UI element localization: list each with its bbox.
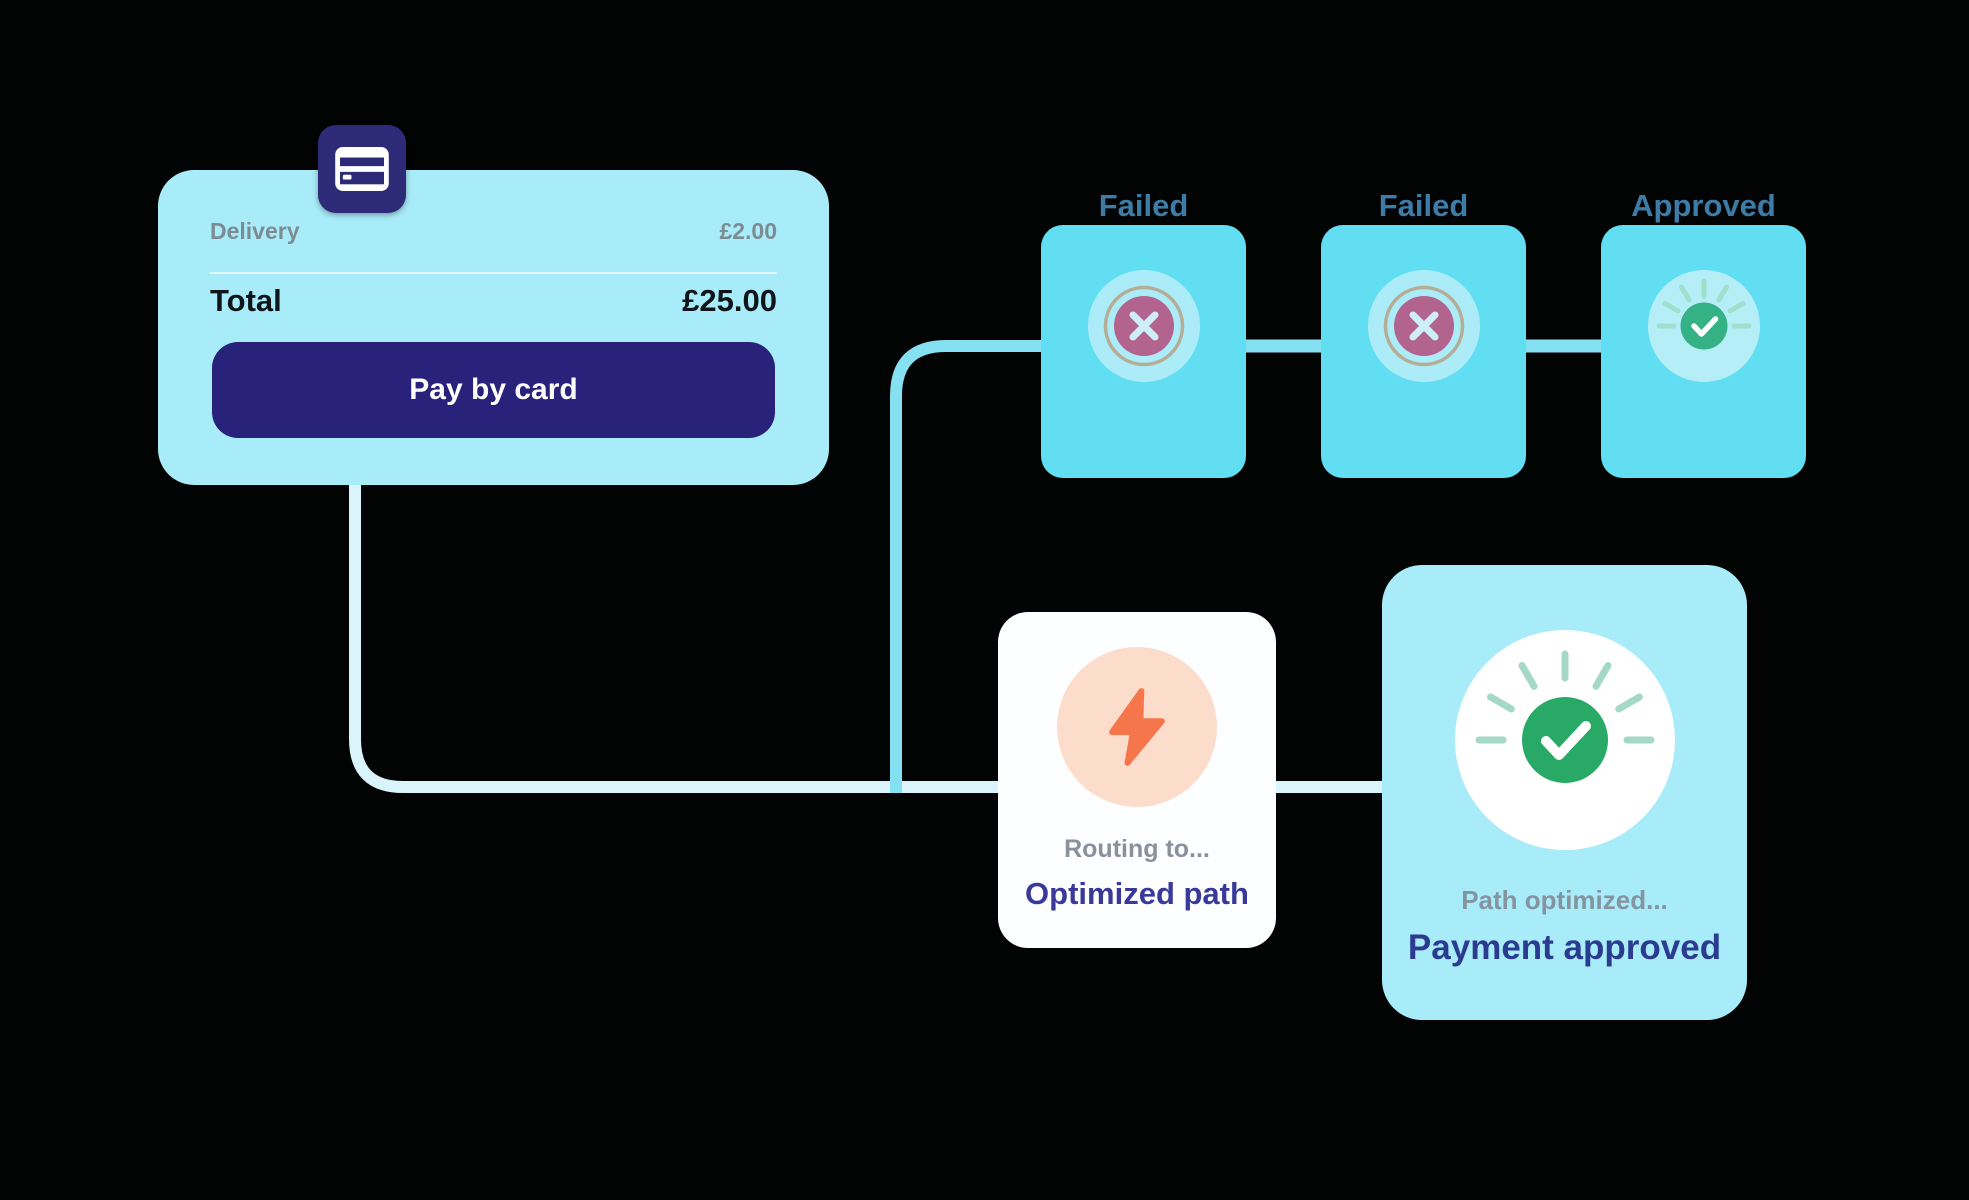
delivery-amount: £2.00 xyxy=(719,218,777,244)
attempt-status-label: Failed xyxy=(1378,188,1469,223)
bolt-circle xyxy=(1057,647,1217,807)
x-circle-icon xyxy=(1367,270,1480,382)
check-burst-icon xyxy=(1647,270,1760,382)
attempt-node-approved: Approved xyxy=(1601,188,1806,478)
total-label: Total xyxy=(210,283,282,318)
attempt-node-failed-1: Failed xyxy=(1041,188,1246,478)
pay-by-card-button[interactable]: Pay by card xyxy=(212,342,775,438)
attempt-status-label: Failed xyxy=(1098,188,1189,223)
divider xyxy=(210,272,777,274)
result-subtitle: Path optimized... xyxy=(1461,885,1668,915)
check-burst-icon xyxy=(1454,630,1675,850)
routing-card: Routing to... Optimized path xyxy=(998,612,1276,948)
lightning-bolt-icon xyxy=(1109,688,1165,766)
attempt-node-failed-2: Failed xyxy=(1321,188,1526,478)
delivery-label: Delivery xyxy=(210,218,300,244)
routing-title: Optimized path xyxy=(1025,876,1249,911)
credit-card-badge xyxy=(318,125,406,213)
result-title: Payment approved xyxy=(1407,928,1722,967)
connector-main-path xyxy=(349,480,1000,793)
checkout-card: Delivery £2.00 Total £25.00 Pay by card xyxy=(158,125,829,485)
attempt-status-label: Approved xyxy=(1631,188,1776,223)
routing-subtitle: Routing to... xyxy=(1064,835,1210,863)
credit-card-icon xyxy=(335,147,389,191)
x-circle-icon xyxy=(1087,270,1200,382)
result-card: Path optimized... Payment approved xyxy=(1382,565,1747,1020)
total-amount: £25.00 xyxy=(682,283,777,318)
